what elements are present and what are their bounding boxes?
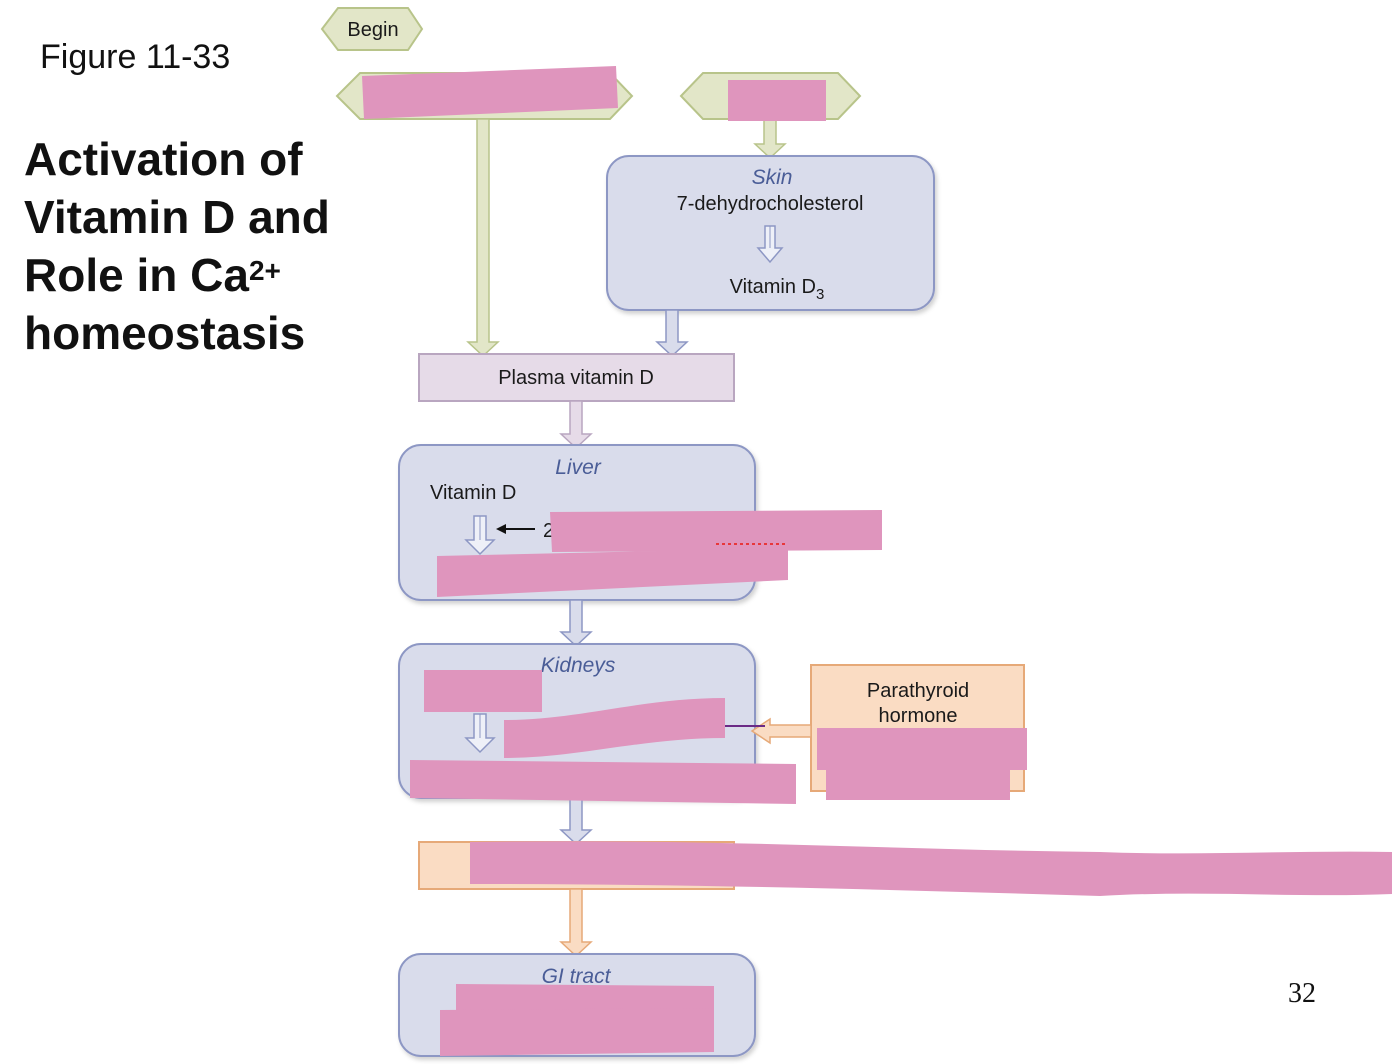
redaction-pth-line3: [817, 728, 1027, 770]
title-line-4: homeostasis: [24, 307, 306, 359]
arrow-plasma-to-liver: [559, 400, 593, 450]
redaction-active-vitamin-d: [470, 841, 1392, 896]
figure-label: Figure 11-33: [40, 38, 231, 76]
redaction-pth-line4: [826, 770, 1010, 800]
begin-label: Begin: [347, 19, 398, 41]
pth-label-line2: hormone: [879, 705, 958, 727]
conversion-arrow-icon: [464, 515, 496, 556]
title-line-2: Vitamin D and: [24, 191, 330, 243]
arrow-active-to-gi: [559, 888, 593, 958]
skin-box: Skin 7-dehydrocholesterol Vitamin D3: [606, 155, 935, 311]
gi-tract-label: GI tract: [542, 965, 612, 988]
calcium-charge: 2+: [248, 255, 281, 286]
slide-title: Activation of Vitamin D and Role in Ca2+…: [24, 130, 330, 362]
redaction-liver-enzyme: [550, 510, 882, 552]
pth-label-line1: Parathyroid: [867, 680, 969, 702]
conversion-arrow-icon: [756, 225, 784, 264]
liver-enzyme-partial: 2: [543, 520, 554, 542]
redaction-kidneys-product: [410, 760, 796, 804]
plasma-vitamin-d-box: Plasma vitamin D: [418, 353, 735, 402]
skin-precursor: 7-dehydrocholesterol: [677, 193, 864, 215]
skin-label: Skin: [752, 166, 793, 189]
title-line-3: Role in Ca2+: [24, 246, 330, 304]
arrow-skin-to-plasma: [655, 309, 689, 358]
liver-substrate: Vitamin D: [430, 482, 516, 504]
skin-product-subscript: 3: [816, 286, 824, 303]
kidneys-label: Kidneys: [541, 654, 616, 677]
conversion-arrow-icon: [464, 713, 496, 754]
redaction-kidneys-enzyme: [504, 698, 725, 758]
redaction-kidneys-substrate: [424, 670, 542, 712]
skin-product-text: Vitamin D: [730, 276, 816, 298]
redaction-sunlight-source: [728, 80, 826, 121]
arrow-kidneys-to-active-vitamin-d: [559, 797, 593, 846]
arrow-sunlight-to-skin: [753, 118, 787, 160]
arrow-diet-to-plasma: [466, 118, 500, 358]
enzyme-arrow-icon: [496, 524, 535, 534]
plasma-label: Plasma vitamin D: [498, 367, 654, 389]
arrow-liver-to-kidneys: [559, 599, 593, 648]
begin-tag: Begin: [320, 7, 424, 51]
page-number: 32: [1288, 978, 1316, 1009]
redaction-liver-product: [437, 548, 788, 597]
redaction-gi-tract-line2: [440, 1008, 714, 1056]
title-line-3-text: Role in Ca: [24, 249, 249, 301]
redaction-diet-source: [362, 66, 618, 119]
liver-label: Liver: [555, 456, 602, 479]
title-line-1: Activation of: [24, 133, 303, 185]
arrow-pth-to-kidneys: [722, 717, 812, 745]
redactions: [362, 66, 1392, 1056]
skin-product: Vitamin D3: [730, 276, 825, 303]
